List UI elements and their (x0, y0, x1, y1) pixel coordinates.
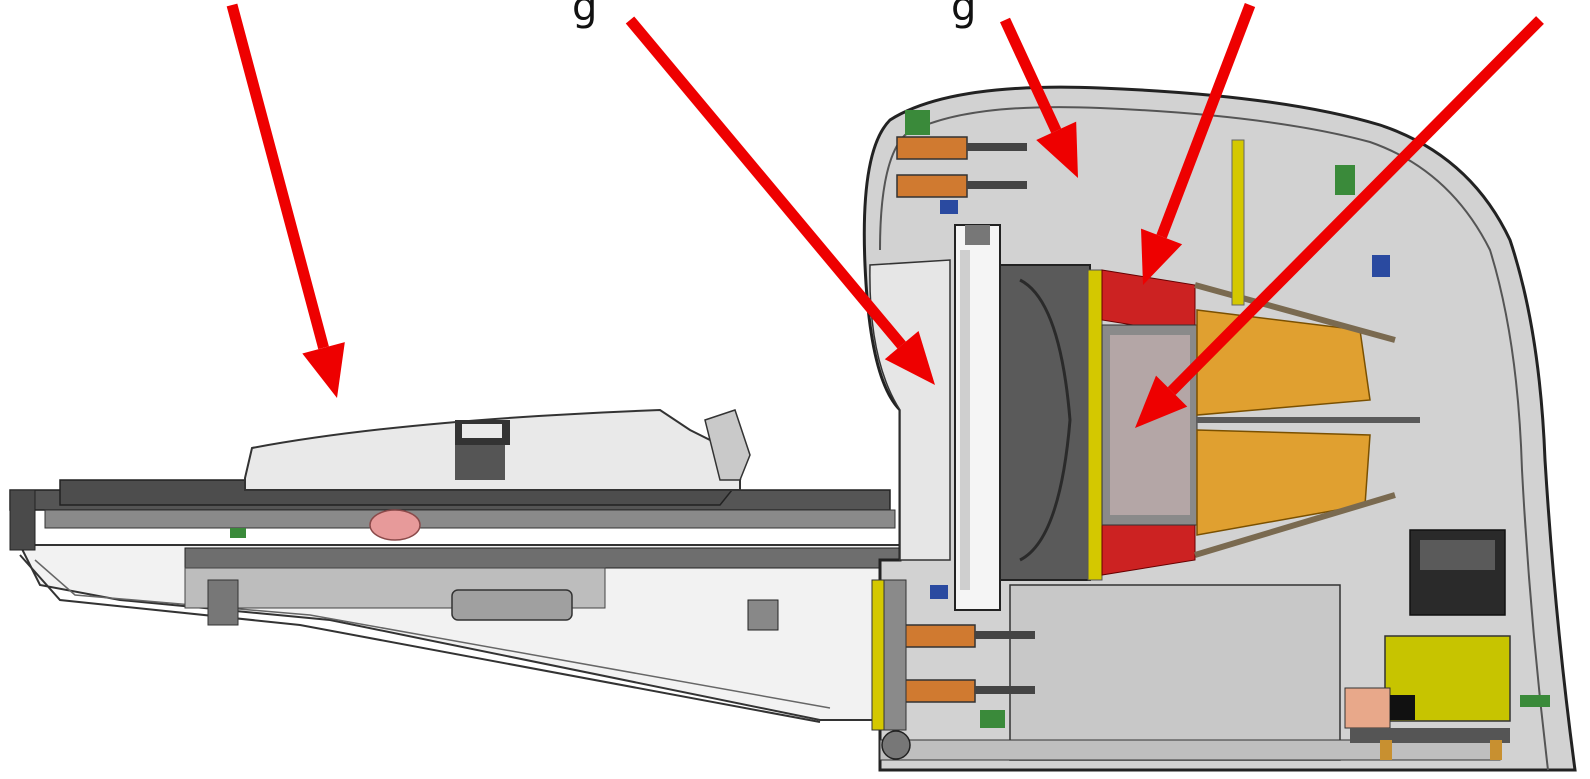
caption-fragment-2: g (951, 0, 976, 30)
annotation-arrows (226, 3, 1544, 428)
arrowhead (1141, 228, 1183, 285)
arrow-to-detector-ring (1141, 3, 1256, 285)
arrow-to-patient-table (226, 3, 345, 398)
arrowhead (302, 342, 345, 398)
bore-tube (954, 224, 1001, 611)
arrow-to-gantry-top (1000, 17, 1078, 178)
arrowhead (884, 330, 935, 385)
electronics (1344, 529, 1550, 760)
arrow-shaft (226, 3, 329, 350)
actuators (896, 110, 1390, 728)
arrow-to-crystal-array (1135, 16, 1544, 428)
patient-table (9, 408, 901, 723)
table-joint-frame (871, 579, 911, 760)
arrowhead (1135, 375, 1188, 428)
arrow-shaft (625, 16, 906, 349)
arrow-to-bore-entry (625, 16, 935, 385)
caption-fragment-1: g (572, 0, 597, 30)
arrowhead (1036, 121, 1078, 178)
arrow-shaft (1156, 3, 1256, 239)
arrow-shaft (1000, 17, 1062, 134)
detector-housing (999, 139, 1420, 581)
arrow-shaft (1167, 16, 1544, 395)
